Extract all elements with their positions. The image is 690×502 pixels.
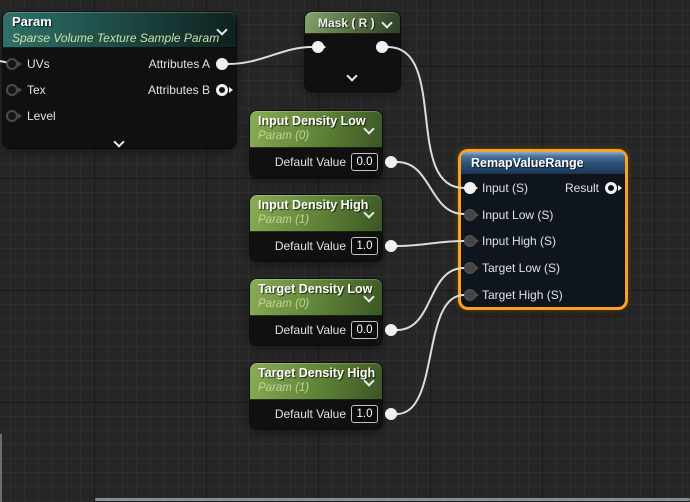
sparse-volume-texture-param-node[interactable]: Param Sparse Volume Texture Sample Param… <box>3 12 236 148</box>
default-value-label: Default Value <box>274 407 346 421</box>
input-pin[interactable] <box>464 182 476 194</box>
mask-node-header[interactable]: Mask ( R ) <box>305 12 400 34</box>
expand-chevron-down-icon[interactable] <box>113 138 125 147</box>
tex-input-pin[interactable] <box>6 84 18 96</box>
node-header[interactable]: Target Density Low Param (0) <box>250 279 382 316</box>
node-subtitle: Param (1) <box>258 214 310 226</box>
attributes-b-output-pin[interactable] <box>216 84 228 96</box>
chevron-down-icon[interactable] <box>363 293 375 302</box>
chevron-down-icon[interactable] <box>363 377 375 386</box>
mask-output-pin[interactable] <box>376 41 388 53</box>
node-header[interactable]: Input Density High Param (1) <box>250 195 382 232</box>
wire-target-density-low-to-target-low[interactable] <box>396 267 465 331</box>
input-pin-label-target-high: Target High (S) <box>482 288 563 302</box>
input-high-pin[interactable] <box>464 235 476 247</box>
chevron-down-icon[interactable] <box>216 26 228 35</box>
node-subtitle: Param (0) <box>258 130 310 142</box>
default-value-label: Default Value <box>274 323 346 337</box>
output-pin-label-result: Result <box>564 181 599 195</box>
param-node-subtitle: Sparse Volume Texture Sample Param <box>12 31 220 45</box>
input-pin-label-target-low: Target Low (S) <box>482 261 561 275</box>
expand-chevron-down-icon[interactable] <box>346 72 358 81</box>
level-input-pin[interactable] <box>6 110 18 122</box>
param-node-title: Param <box>12 14 52 29</box>
input-pin-label-input-high: Input High (S) <box>482 234 557 248</box>
node-title: Input Density High <box>258 198 369 212</box>
output-pin-label-attributes-a: Attributes A <box>148 57 210 71</box>
wire-attributes-a-to-mask[interactable] <box>227 46 313 65</box>
remap-node-title: RemapValueRange <box>471 156 584 170</box>
mask-node[interactable]: Mask ( R ) <box>305 12 400 91</box>
param-node-target-density-low[interactable]: Target Density Low Param (0) Default Val… <box>250 279 397 345</box>
chevron-down-icon[interactable] <box>363 209 375 218</box>
node-title: Target Density High <box>258 366 376 380</box>
node-header[interactable]: Target Density High Param (1) <box>250 363 382 400</box>
input-pin-label-level: Level <box>27 109 56 123</box>
mask-node-title: Mask ( R ) <box>318 16 375 30</box>
remap-node-header[interactable]: RemapValueRange <box>461 152 625 174</box>
param-node-input-density-high[interactable]: Input Density High Param (1) Default Val… <box>250 195 397 261</box>
default-value-input[interactable]: 0.0 <box>351 153 378 171</box>
output-pin-label-attributes-b: Attributes B <box>147 83 210 97</box>
remap-value-range-node[interactable]: RemapValueRange Input (S) Input Low (S) … <box>458 149 628 310</box>
wire-input-density-high-to-input-high[interactable] <box>396 240 465 247</box>
horizontal-scrollbar[interactable] <box>95 498 690 501</box>
value-output-pin[interactable] <box>385 240 397 252</box>
chevron-down-icon[interactable] <box>381 19 393 28</box>
default-value-label: Default Value <box>274 155 346 169</box>
wire-input-density-low-to-input-low[interactable] <box>396 161 465 215</box>
attributes-a-output-pin[interactable] <box>216 58 228 70</box>
value-output-pin[interactable] <box>385 156 397 168</box>
param-node-header[interactable]: Param Sparse Volume Texture Sample Param <box>3 12 236 48</box>
default-value-label: Default Value <box>274 239 346 253</box>
input-pin-label-input: Input (S) <box>482 181 529 195</box>
value-output-pin[interactable] <box>385 324 397 336</box>
node-subtitle: Param (1) <box>258 382 310 394</box>
default-value-input[interactable]: 0.0 <box>351 321 378 339</box>
default-value-input[interactable]: 1.0 <box>351 405 378 423</box>
vertical-scrollbar[interactable] <box>0 434 2 502</box>
input-pin-label-input-low: Input Low (S) <box>482 208 554 222</box>
param-node-input-density-low[interactable]: Input Density Low Param (0) Default Valu… <box>250 111 397 177</box>
target-high-pin[interactable] <box>464 289 476 301</box>
input-pin-label-tex: Tex <box>27 83 46 97</box>
input-low-pin[interactable] <box>464 209 476 221</box>
node-header[interactable]: Input Density Low Param (0) <box>250 111 382 148</box>
wire-target-density-high-to-target-high[interactable] <box>396 294 465 415</box>
param-node-target-density-high[interactable]: Target Density High Param (1) Default Va… <box>250 363 397 429</box>
default-value-input[interactable]: 1.0 <box>351 237 378 255</box>
result-output-pin[interactable] <box>605 182 617 194</box>
value-output-pin[interactable] <box>385 408 397 420</box>
target-low-pin[interactable] <box>464 262 476 274</box>
uvs-input-pin[interactable] <box>6 58 18 70</box>
mask-input-pin[interactable] <box>312 41 324 53</box>
node-title: Target Density Low <box>258 282 373 296</box>
node-subtitle: Param (0) <box>258 298 310 310</box>
chevron-down-icon[interactable] <box>363 125 375 134</box>
node-title: Input Density Low <box>258 114 366 128</box>
input-pin-label-uvs: UVs <box>27 57 50 71</box>
